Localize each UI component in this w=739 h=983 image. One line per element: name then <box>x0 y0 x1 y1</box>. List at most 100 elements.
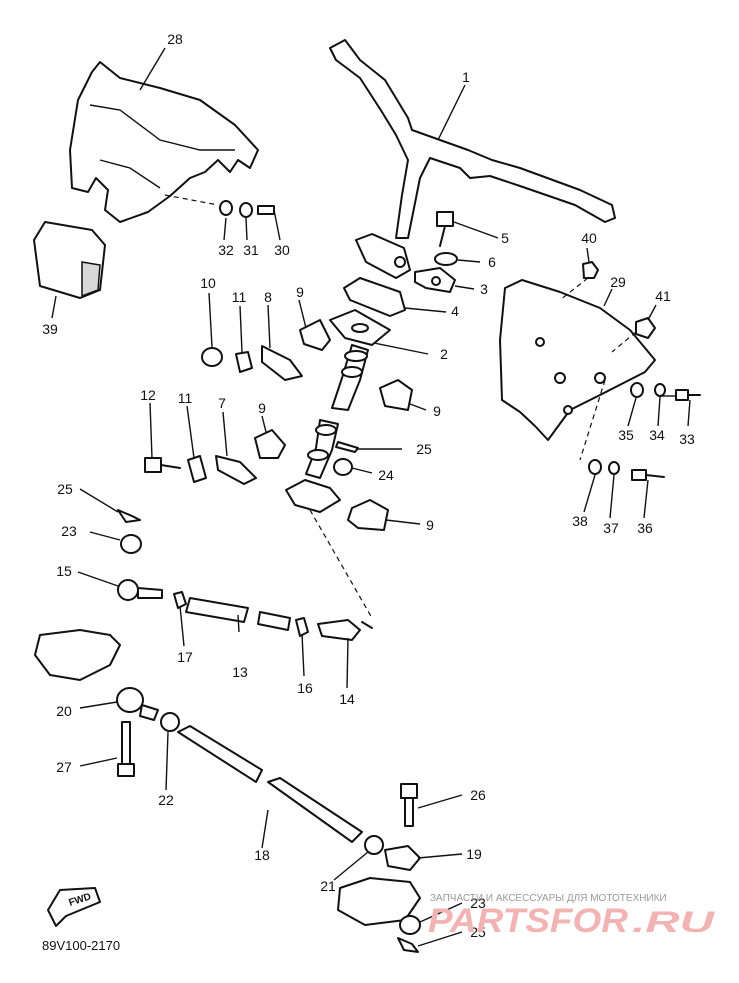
callout-13: 13 <box>232 664 248 680</box>
watermark-brand: PARTSFOR <box>428 902 628 940</box>
part-nut-23-left <box>120 534 142 554</box>
part-bolt-33 <box>675 389 701 401</box>
callout-22: 22 <box>158 792 174 808</box>
callout-25-left: 25 <box>57 481 73 497</box>
part-nut-21 <box>364 835 384 855</box>
callout-23-left: 23 <box>61 523 77 539</box>
part-bolt-12 <box>144 457 181 473</box>
part-cotter-pin-25-left <box>117 509 141 523</box>
part-nut-24 <box>333 458 353 476</box>
part-clamp-3 <box>414 267 456 293</box>
part-bolt-30 <box>257 205 277 221</box>
part-plate-11-upper <box>235 351 253 373</box>
leader-lines <box>51 47 691 947</box>
callout-9-lower: 9 <box>426 517 434 533</box>
part-bushing-9-upper <box>299 319 331 351</box>
part-tie-rod-13 <box>185 597 249 623</box>
part-nut-22 <box>160 712 180 732</box>
part-washer-34 <box>654 383 666 397</box>
callout-5: 5 <box>501 230 509 246</box>
callout-23-right: 23 <box>470 895 486 911</box>
callout-36: 36 <box>637 520 653 536</box>
callout-labels: 28 1 32 31 30 5 40 6 3 29 39 10 11 8 9 4… <box>42 31 695 940</box>
callout-35: 35 <box>618 427 634 443</box>
part-collar-10 <box>201 347 223 367</box>
callout-28: 28 <box>167 31 183 47</box>
callout-25-right: 25 <box>470 924 486 940</box>
callout-9-upper: 9 <box>296 284 304 300</box>
part-washer-6 <box>434 252 458 266</box>
part-ball-joint-20 <box>116 687 159 721</box>
part-holder-7 <box>215 455 257 485</box>
callout-34: 34 <box>649 427 665 443</box>
callout-15: 15 <box>56 563 72 579</box>
callout-19: 19 <box>466 846 482 862</box>
callout-41: 41 <box>655 288 671 304</box>
callout-33: 33 <box>679 431 695 447</box>
part-washer-38 <box>588 459 602 475</box>
callout-6: 6 <box>488 254 496 270</box>
callout-29: 29 <box>610 274 626 290</box>
part-bolt-36 <box>631 469 665 481</box>
part-handlebar <box>329 39 616 279</box>
part-pad <box>33 221 106 299</box>
part-washer-32 <box>219 200 233 216</box>
callout-18: 18 <box>254 847 270 863</box>
callout-20: 20 <box>56 703 72 719</box>
part-nut-40 <box>582 261 599 279</box>
part-nut-23-right <box>399 915 421 935</box>
part-steering-column <box>285 309 391 513</box>
part-bolt-27 <box>117 721 135 777</box>
callout-14: 14 <box>339 691 355 707</box>
callout-31: 31 <box>243 242 259 258</box>
callout-25-upper: 25 <box>416 441 432 457</box>
callout-11-upper: 11 <box>232 289 247 305</box>
fwd-arrow: FWD <box>47 887 101 927</box>
part-bushing-9-lower <box>347 499 389 531</box>
callout-32: 32 <box>218 242 234 258</box>
callout-21: 21 <box>320 878 336 894</box>
callout-17: 17 <box>177 649 193 665</box>
callout-30: 30 <box>274 242 290 258</box>
part-cotter-pin-25-right <box>397 937 419 953</box>
part-tie-rod-18 <box>177 725 363 843</box>
watermark: ЗАПЧАСТИ И АКСЕССУАРЫ ДЛЯ МОТОТЕХНИКИ PA… <box>428 893 716 940</box>
part-holder-4 <box>343 277 406 317</box>
part-washer-31 <box>239 202 253 218</box>
part-washer-35 <box>630 382 644 398</box>
part-ball-joint-15 <box>34 579 163 681</box>
callout-37: 37 <box>603 520 619 536</box>
callout-27: 27 <box>56 759 72 775</box>
callout-4: 4 <box>451 303 459 319</box>
part-plate-11-lower <box>187 455 207 483</box>
callout-9-left: 9 <box>258 400 266 416</box>
part-holder-8 <box>261 345 303 381</box>
part-nut-41 <box>635 317 656 339</box>
part-washer-37 <box>608 461 620 475</box>
callout-3: 3 <box>480 281 488 297</box>
part-side-cover <box>499 279 656 441</box>
callout-7: 7 <box>218 395 226 411</box>
callout-1: 1 <box>462 69 470 85</box>
reference-code: 89V100-2170 <box>42 938 120 953</box>
part-bushing-9-right <box>379 379 413 411</box>
callout-9-right: 9 <box>433 403 441 419</box>
callout-39: 39 <box>42 321 58 337</box>
callout-2: 2 <box>440 346 448 362</box>
part-nut-17 <box>173 591 187 609</box>
callout-16: 16 <box>297 680 313 696</box>
callout-26: 26 <box>470 787 486 803</box>
part-bolt-26 <box>400 783 418 827</box>
callout-10: 10 <box>200 275 216 291</box>
callout-12: 12 <box>140 387 156 403</box>
part-nut-16 <box>295 617 309 637</box>
part-handlebar-cover <box>69 61 259 223</box>
watermark-tld: .RU <box>632 906 716 939</box>
callout-40: 40 <box>581 230 597 246</box>
part-pin-25-upper <box>335 441 359 453</box>
part-bolt-5 <box>436 211 454 247</box>
part-bushing-9-left <box>254 429 286 459</box>
part-sleeve-13b <box>257 611 291 631</box>
part-ball-joint-19 <box>337 845 421 926</box>
